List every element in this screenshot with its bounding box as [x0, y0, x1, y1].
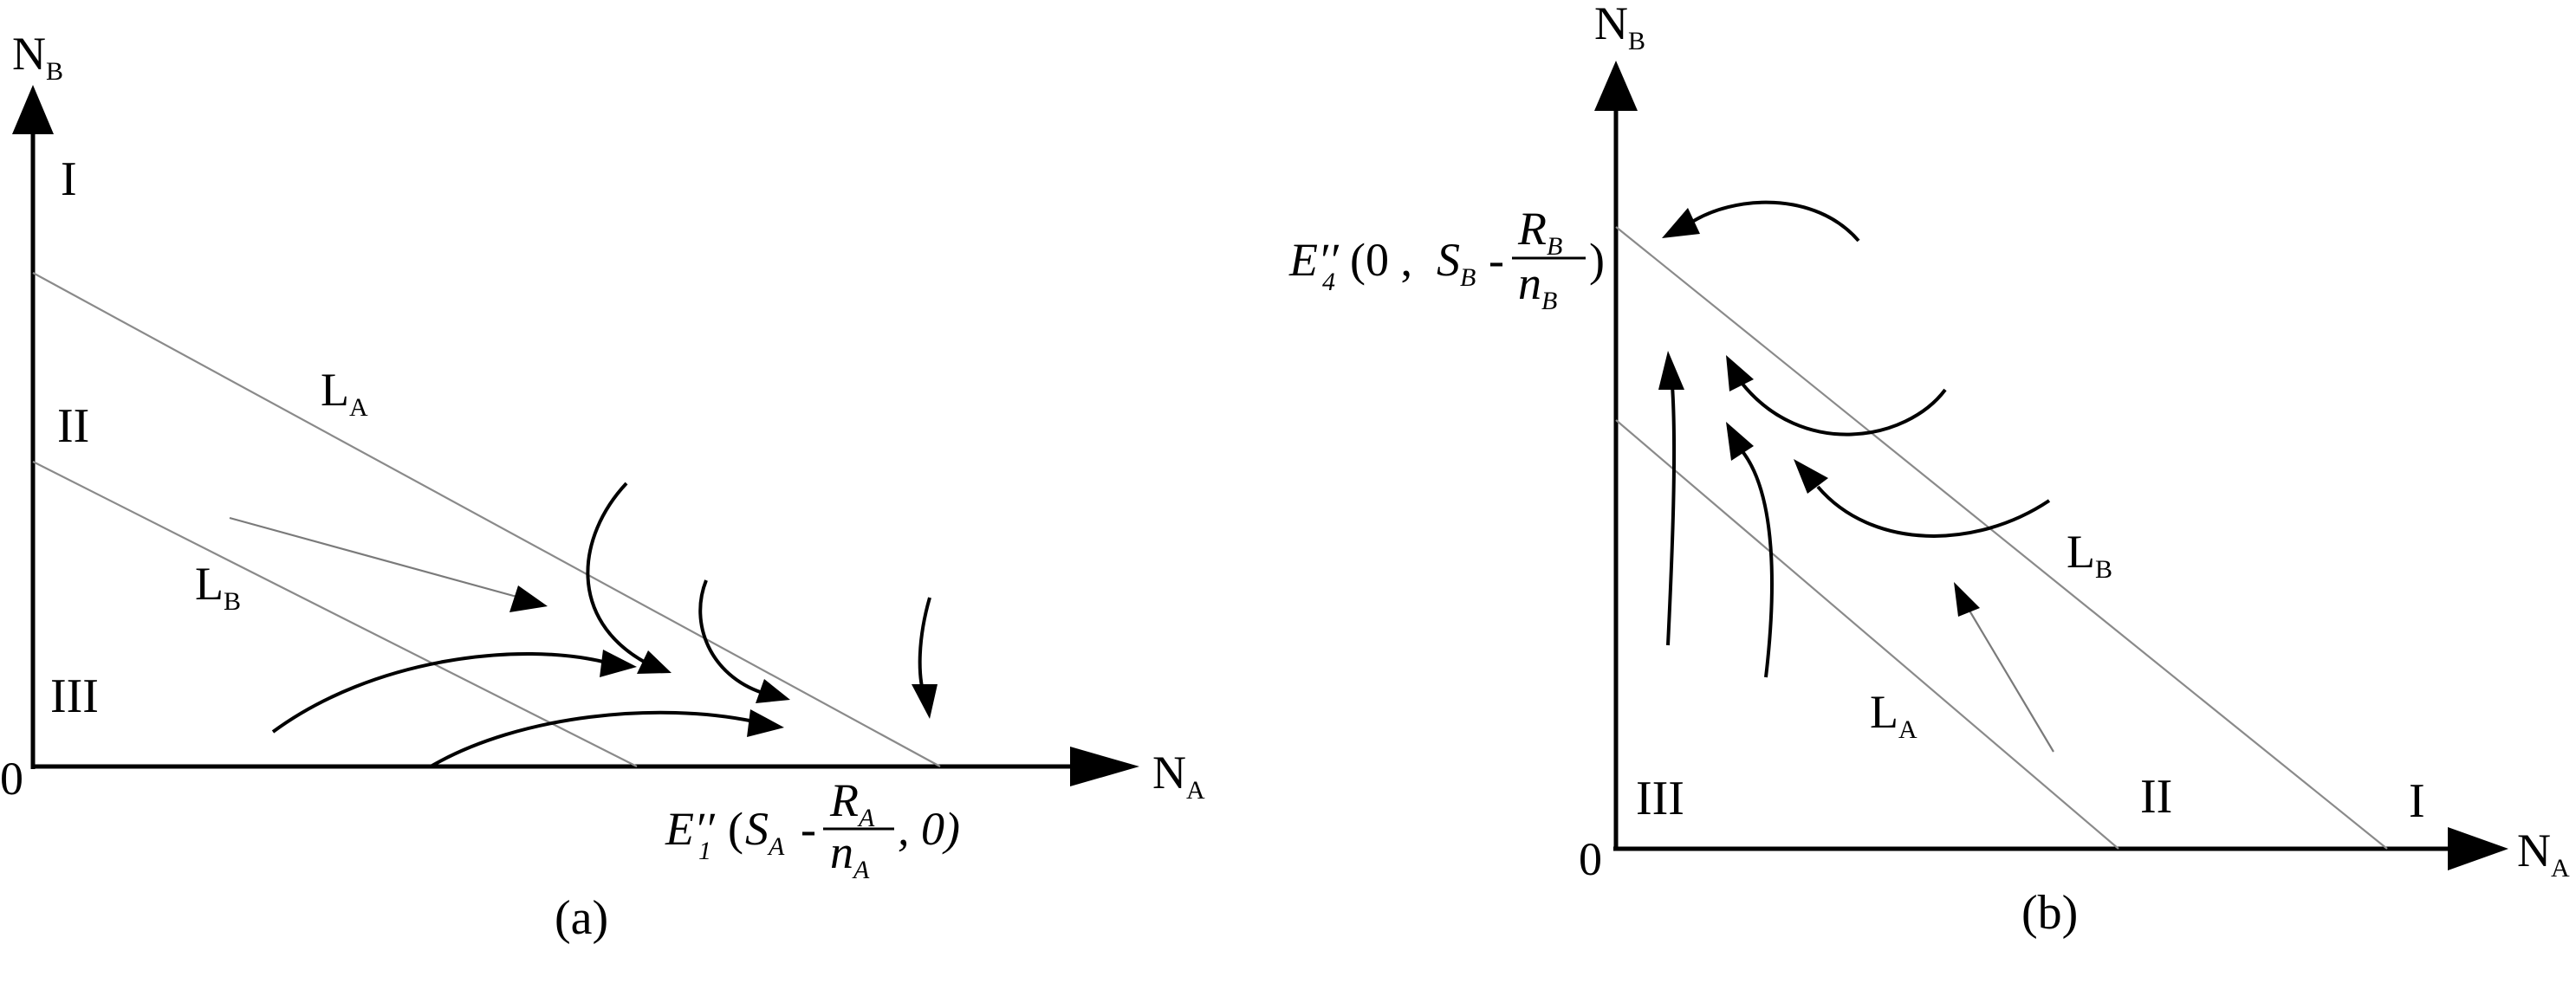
panel-b-x-axis-label: NA: [2517, 825, 2570, 883]
panel-b-caption: (b): [2021, 886, 2078, 940]
panel-a-point-name: E′′: [665, 803, 716, 855]
panel-b-y-axis-arrowhead: [1594, 61, 1638, 111]
panel-b-point-numerator: RB: [1517, 203, 1562, 261]
panel-a-origin-label: 0: [0, 753, 23, 805]
panel-b-trajectory-2: [1740, 381, 1947, 437]
panel-a-trajectory-4-arrowhead: [600, 650, 637, 677]
panel-a-line-lower-label: LB: [195, 558, 241, 616]
panel-a-trajectory-5: [429, 710, 755, 768]
panel-b-line-upper: [1615, 226, 2388, 850]
panel-a-point-minus: -: [801, 803, 816, 855]
panel-a-x-axis-arrowhead: [1070, 747, 1139, 786]
panel-a-point-denominator: nA: [830, 826, 870, 884]
panel-b-region-3: III: [1636, 772, 1684, 825]
panel-a: NB NA 0 I II III LA LB E′′ 1 ( SA - RA n…: [0, 28, 1205, 945]
panel-a-trajectory-1: [586, 482, 646, 664]
panel-b: NB NA 0 I II III LB LA E′′ 4 (0 , SB - R…: [1288, 0, 2570, 940]
panel-a-trajectory-2-arrowhead: [756, 679, 790, 703]
panel-a-trajectory-thin-arrowhead: [509, 585, 548, 612]
panel-b-trajectory-1-arrowhead: [1662, 208, 1700, 238]
panel-a-caption: (a): [555, 891, 608, 945]
panel-a-region-1: I: [61, 152, 77, 206]
panel-a-point-coord: SA: [745, 803, 785, 861]
panel-a-x-axis-label: NA: [1152, 747, 1205, 805]
panel-b-y-axis-label: NB: [1594, 0, 1645, 55]
panel-b-line-lower-label: LA: [1870, 686, 1917, 744]
panel-b-line-lower: [1615, 419, 2119, 850]
panel-a-trajectory-1-arrowhead: [637, 650, 672, 674]
panel-b-point-coord: SB: [1437, 234, 1476, 292]
panel-b-trajectory-3-arrowhead: [1794, 459, 1828, 494]
panel-b-origin-label: 0: [1579, 833, 1602, 885]
panel-b-trajectory-5: [1740, 449, 1774, 678]
panel-a-line-upper-label: LA: [321, 364, 368, 422]
panel-b-region-1: I: [2409, 774, 2425, 828]
panel-a-trajectory-thin: [229, 516, 521, 599]
panel-b-trajectory-4: [1666, 385, 1677, 646]
panel-b-trajectory-3: [1816, 485, 2051, 538]
panel-b-trajectory-4-arrowhead: [1658, 351, 1684, 390]
panel-a-point-open: (: [728, 803, 743, 855]
panel-a-point-numerator: RA: [829, 774, 875, 832]
panel-a-trajectory-4: [271, 652, 607, 734]
panel-b-point-tail: ): [1589, 234, 1605, 286]
panel-b-region-2: II: [2140, 770, 2172, 824]
panel-b-point-minus: -: [1489, 234, 1504, 286]
panel-b-trajectory-thin-arrowhead: [1954, 582, 1980, 617]
panel-a-y-axis-arrowhead: [12, 85, 54, 134]
panel-b-point-denominator: nB: [1518, 257, 1557, 315]
panel-a-region-2: II: [57, 399, 89, 453]
panel-b-trajectory-1: [1688, 200, 1860, 243]
panel-a-region-3: III: [50, 669, 99, 723]
panel-a-line-upper: [32, 272, 941, 767]
panel-a-point-index: 1: [698, 837, 711, 865]
panel-a-y-axis-label: NB: [12, 28, 63, 86]
panel-a-trajectory-3-arrowhead: [912, 684, 938, 719]
panel-b-x-axis-arrowhead: [2448, 827, 2508, 870]
panel-b-line-upper-label: LB: [2067, 526, 2112, 584]
panel-a-point-tail: , 0): [898, 803, 960, 855]
panel-a-trajectory-2: [698, 579, 763, 695]
panel-b-point-name: E′′: [1288, 234, 1340, 286]
panel-b-trajectory-5-arrowhead: [1726, 422, 1754, 461]
panel-a-trajectory-5-arrowhead: [747, 709, 784, 737]
panel-b-point-open: (0 ,: [1350, 234, 1412, 286]
panel-a-line-lower: [32, 461, 638, 767]
panel-b-point-index: 4: [1322, 268, 1335, 296]
panel-b-trajectory-2-arrowhead: [1726, 355, 1754, 391]
panel-b-trajectory-thin: [1966, 605, 2054, 753]
